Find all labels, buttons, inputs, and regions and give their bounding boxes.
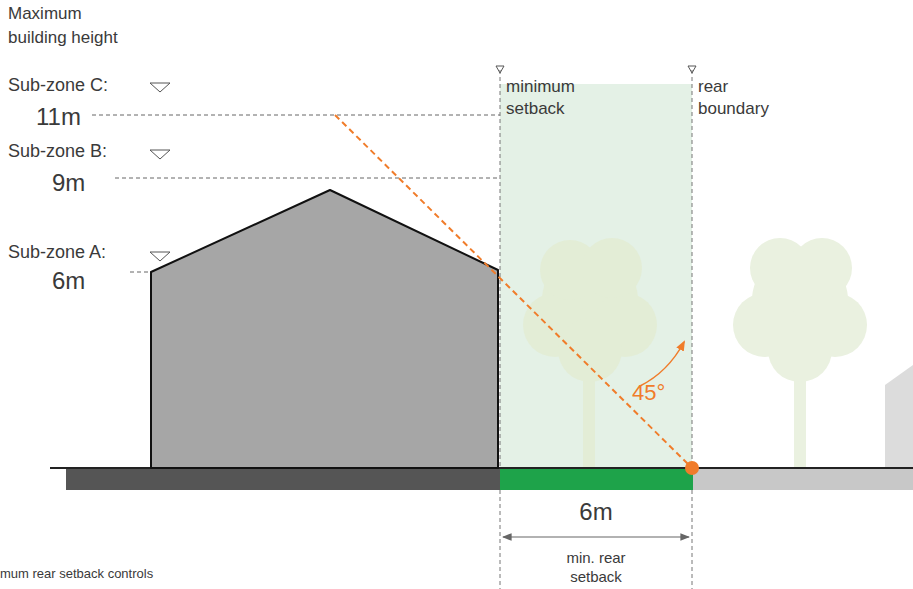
sub-zone-label: Sub-zone A:: [8, 242, 106, 264]
ground-bar: [66, 469, 500, 490]
setback-bar: [500, 469, 693, 490]
boundary-line: [500, 70, 692, 589]
sub-zone-label: Sub-zone C:: [8, 75, 108, 97]
setback-band: [500, 84, 692, 468]
dimension-value: 6m: [566, 498, 626, 527]
dimension-label: min. rear setback: [546, 549, 646, 587]
dimension-line: [503, 536, 689, 537]
ground-bar: [693, 469, 913, 490]
tree: [523, 238, 657, 468]
sub-zone-label: Sub-zone B:: [8, 141, 107, 163]
height-plane-line: [335, 115, 692, 468]
house: [151, 190, 498, 468]
height-value: 6m: [52, 267, 85, 296]
boundary-point: [685, 461, 699, 475]
height-value: 11m: [36, 103, 81, 132]
axis-title: Maximum building height: [8, 2, 133, 50]
height-value: 9m: [52, 169, 85, 198]
neighbour-building: [885, 365, 913, 468]
caption: mum rear setback controls: [0, 566, 153, 582]
angle-label: 45°: [632, 380, 665, 406]
angle-arc: [640, 342, 684, 386]
line-label: rear boundary: [698, 76, 780, 120]
tree: [733, 238, 867, 468]
line-label: minimum setback: [506, 76, 588, 120]
level-marker: [150, 66, 696, 261]
